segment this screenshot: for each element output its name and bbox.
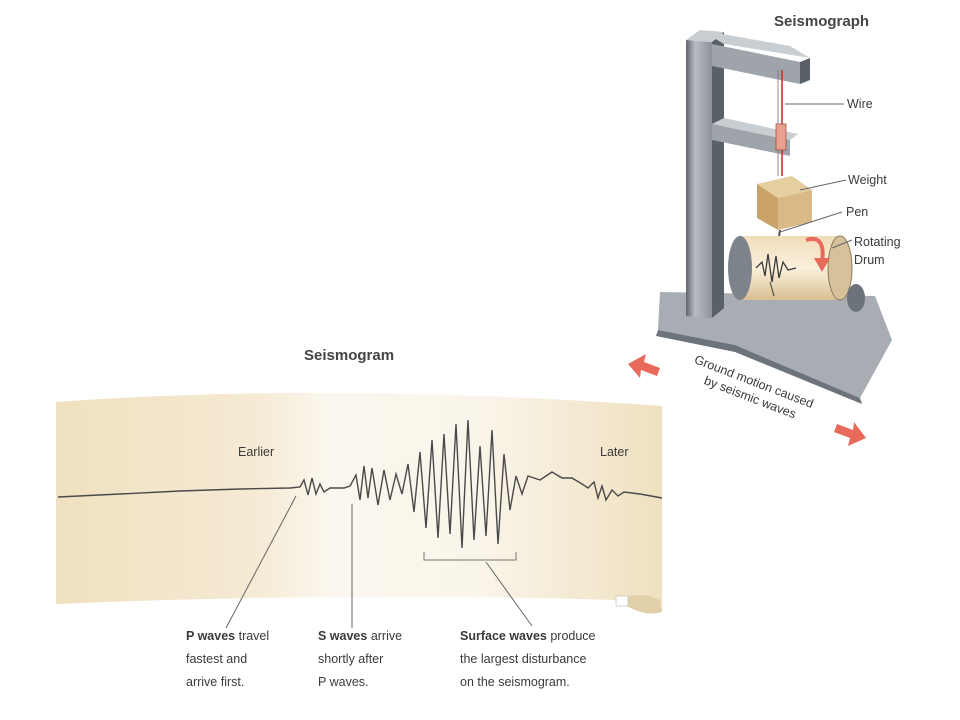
ground-motion-arrow-right — [834, 422, 866, 446]
weight-cube — [757, 176, 812, 230]
caption-p-waves-line1: P waves travel — [186, 629, 269, 643]
label-earlier: Earlier — [238, 445, 274, 459]
rotation-arrow — [805, 237, 825, 263]
label-drum: Drum — [854, 253, 885, 267]
caption-p-waves-line3: arrive first. — [186, 675, 244, 689]
label-pen: Pen — [846, 205, 868, 219]
caption-surface-waves-line3: on the seismogram. — [460, 675, 570, 689]
frame-post — [686, 40, 712, 318]
seismogram-illustration: Seismogram Earlier Later P waves travel … — [56, 347, 663, 689]
caption-surface-waves-line2: the largest disturbance — [460, 652, 587, 666]
label-rotating: Rotating — [854, 235, 901, 249]
caption-p-waves-line2: fastest and — [186, 652, 247, 666]
seismogram-trace — [57, 419, 663, 549]
surface-wave-bracket — [423, 552, 517, 561]
frame-lower-arm — [712, 124, 790, 156]
caption-surface-waves-line1: Surface waves produce — [460, 629, 596, 643]
seismogram-paper — [56, 392, 662, 614]
seismogram-title: Seismogram — [304, 347, 394, 364]
label-later: Later — [600, 445, 629, 459]
caption-s-waves-line1: S waves arrive — [318, 629, 402, 643]
paper-curl — [618, 595, 662, 614]
frame-top-arm-end — [800, 58, 810, 84]
frame-post-side — [712, 32, 724, 318]
base-plate-edge — [656, 330, 862, 404]
label-wire: Wire — [847, 97, 873, 111]
label-weight: Weight — [848, 173, 887, 187]
frame-top-arm-top — [700, 30, 810, 58]
caption-s-waves-line3: P waves. — [318, 675, 369, 689]
ground-motion-arrow-left — [628, 354, 660, 378]
wire-spring — [775, 123, 787, 151]
seismograph-illustration: Seismograph — [628, 13, 901, 446]
base-plate — [658, 292, 892, 398]
caption-s-waves-line2: shortly after — [318, 652, 383, 666]
seismograph-title: Seismograph — [774, 13, 869, 30]
